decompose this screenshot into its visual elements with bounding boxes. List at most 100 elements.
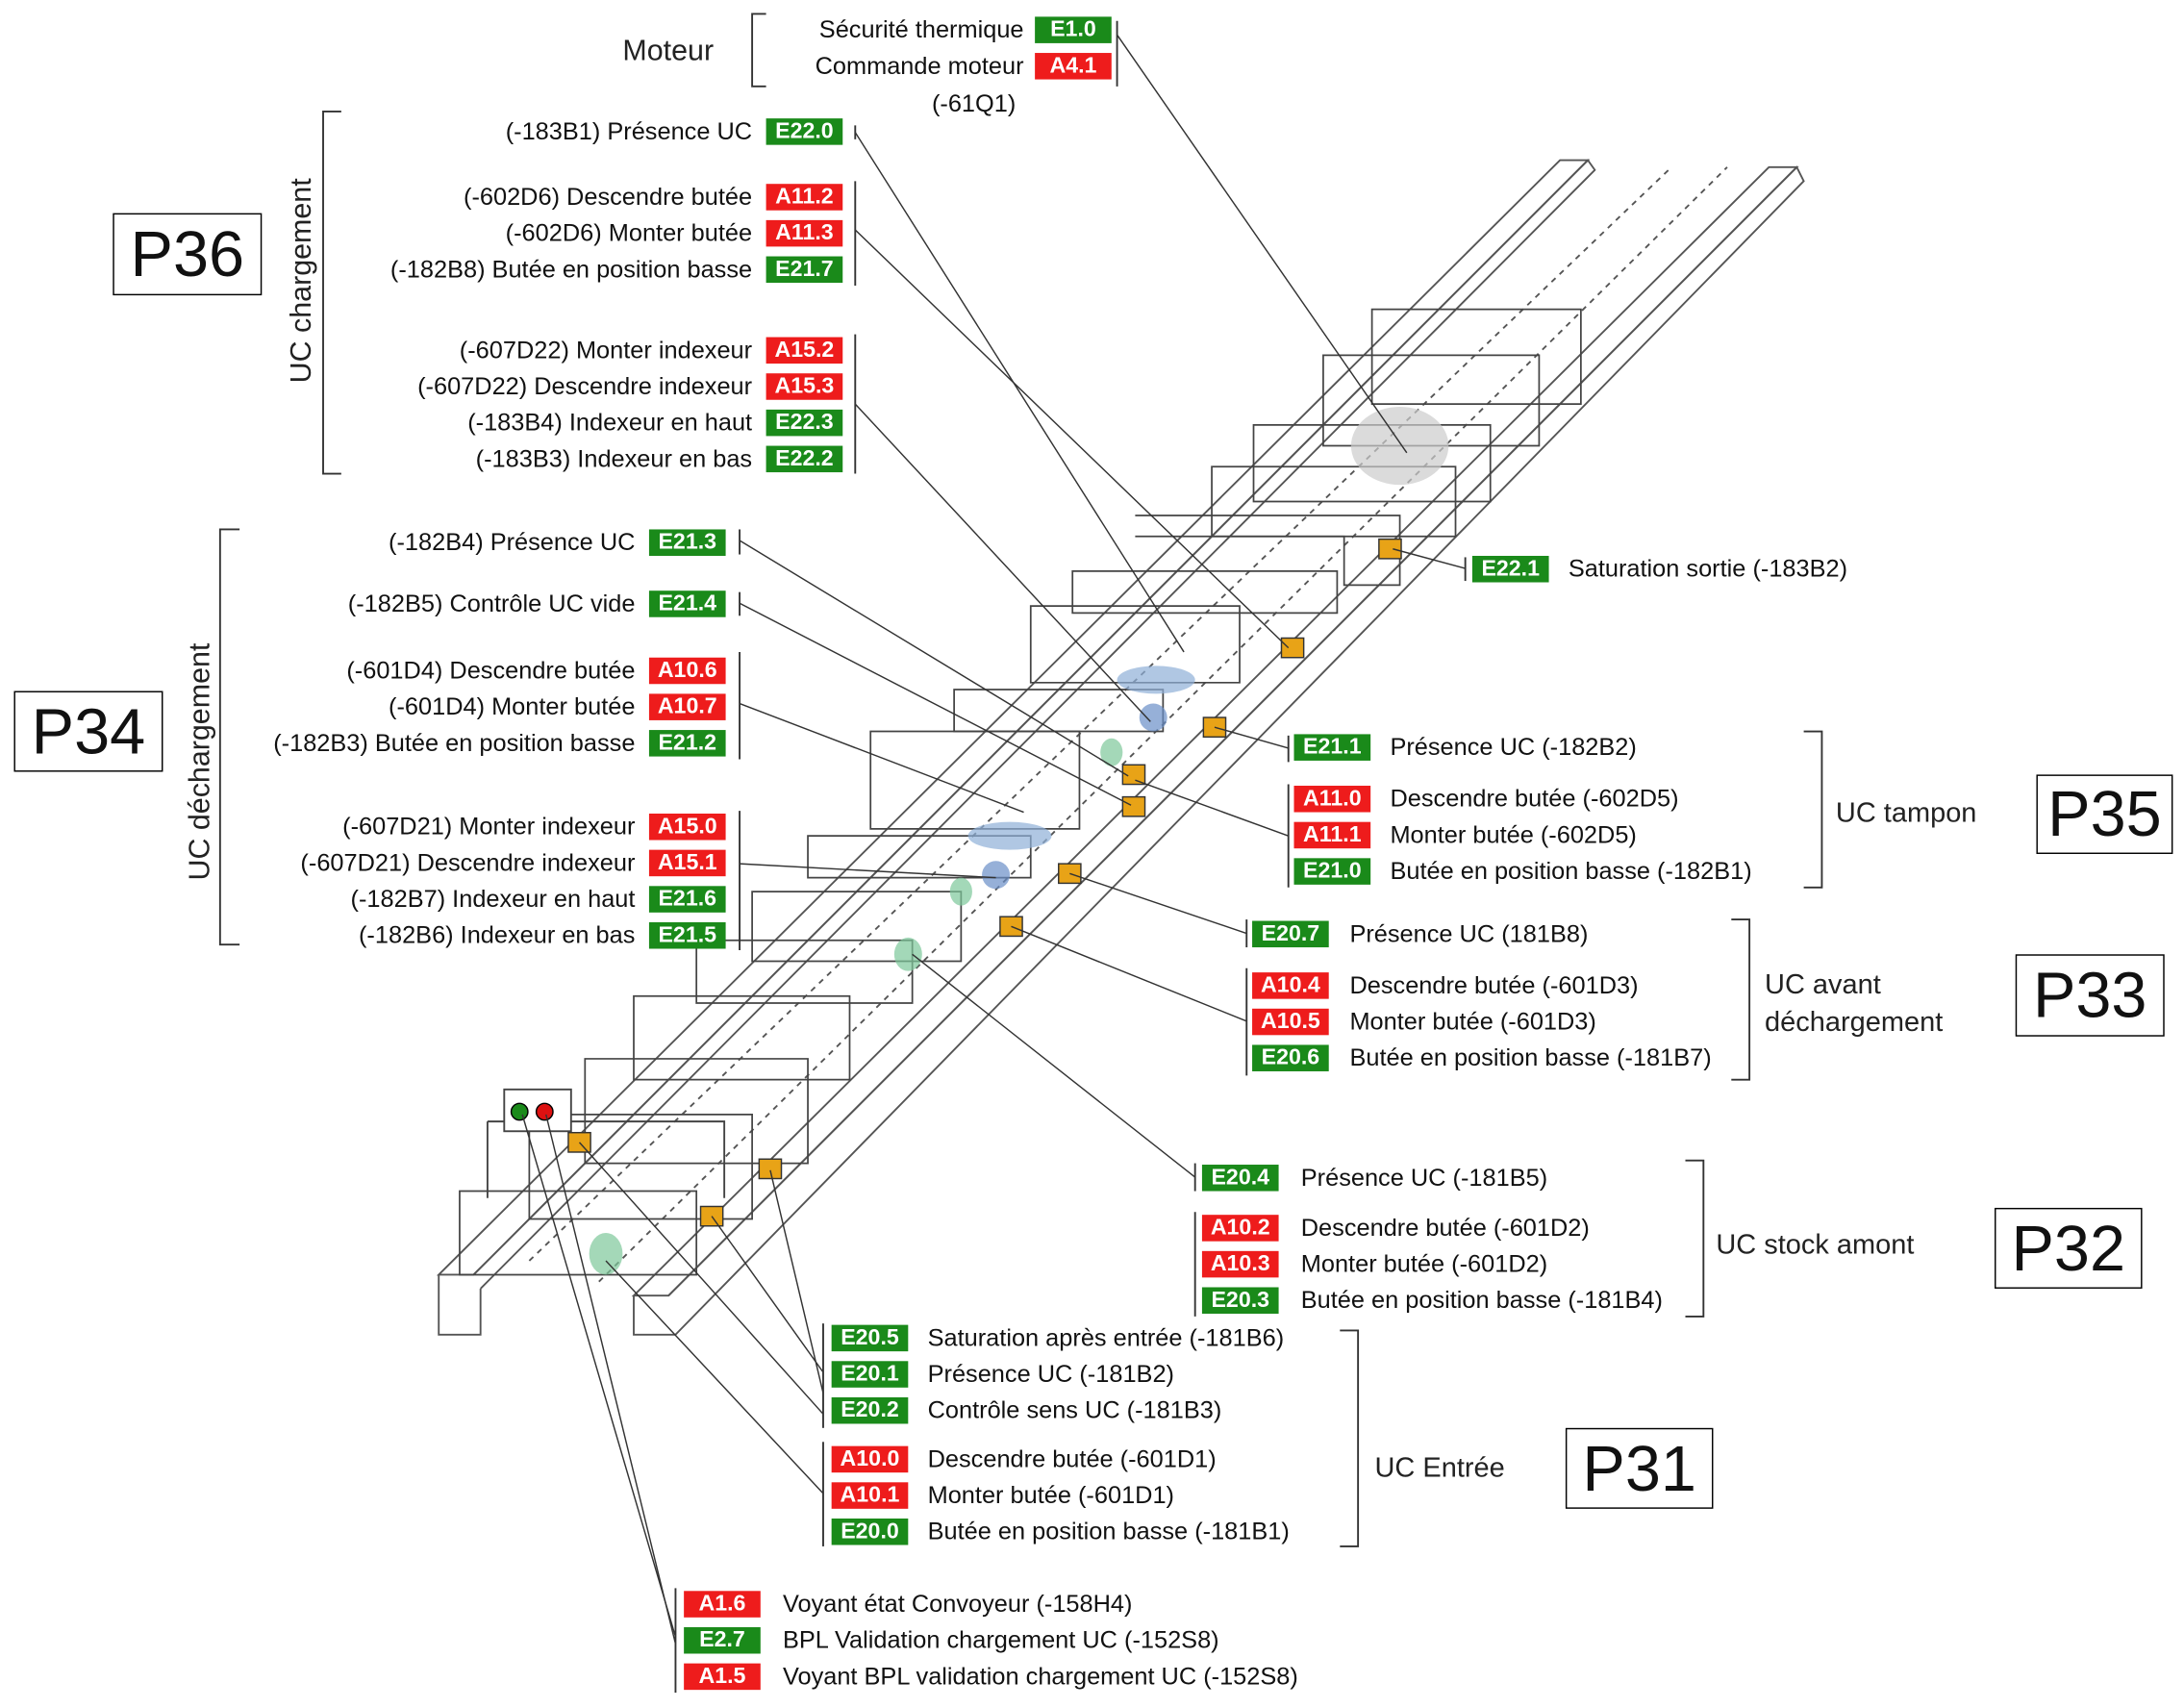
p34-item-label: (-182B7) Indexeur en haut [350,884,636,913]
p31-item-label: Descendre butée (-601D1) [927,1444,1217,1473]
p32-item-label: Monter butée (-601D2) [1300,1249,1548,1278]
p34-item-label: (-607D21) Monter indexeur [342,812,636,841]
p34-item-label: (-182B4) Présence UC [389,528,636,556]
p34-item-code: A10.6 [648,657,726,685]
p35-item-code: A11.1 [1293,821,1371,849]
p35-item-label: Descendre butée (-602D5) [1390,784,1679,813]
bottom-item-code: A1.6 [684,1591,761,1618]
group-brackets [218,13,1823,1694]
p31-item-label: Saturation après entrée (-181B6) [927,1323,1285,1352]
p36-item-code: A11.3 [766,219,843,247]
p36-item-label: (-602D6) Monter butée [505,218,753,247]
p34-item-code: E21.6 [648,886,726,913]
p31-item-label: Butée en position basse (-181B1) [927,1517,1290,1545]
p32-item-label: Descendre butée (-601D2) [1300,1213,1590,1242]
p34-item-label: (-607D21) Descendre indexeur [300,848,636,877]
group-label-uc-tampon: UC tampon [1835,798,1977,829]
moteur-item-code: E1.0 [1035,16,1112,43]
p34-item-label: (-601D4) Descendre butée [346,656,636,685]
saturation-sortie-label: Saturation sortie (-183B2) [1568,554,1848,583]
p36-item-label: (-602D6) Descendre butée [464,182,753,211]
p33-item-label: Butée en position basse (-181B7) [1349,1042,1712,1071]
p33-item-label: Présence UC (181B8) [1349,919,1589,948]
p33-item-code: E20.6 [1252,1044,1329,1071]
red-light-icon [535,1102,554,1121]
bottom-item-label: Voyant état Convoyeur (-158H4) [782,1589,1133,1618]
p33-item-code: A10.5 [1252,1008,1329,1036]
p33-item-code: E20.7 [1252,920,1329,948]
p36-item-label: (-183B4) Indexeur en haut [467,408,753,437]
group-label-uc-dechargement: UC déchargement [184,642,216,881]
p33-item-code: A10.4 [1252,972,1329,999]
p34-item-code: E21.3 [648,529,726,556]
p35-item-code: E21.0 [1293,858,1371,885]
p36-item-label: (-183B3) Indexeur en bas [475,444,753,473]
p34-item-label: (-182B3) Butée en position basse [273,728,636,757]
bottom-item-label: Voyant BPL validation chargement UC (-15… [782,1662,1298,1691]
saturation-sortie-code: E22.1 [1471,555,1549,583]
p36-item-label: (-182B8) Butée en position basse [389,255,753,284]
post-label-p31: P31 [1565,1427,1714,1509]
p33-item-label: Descendre butée (-601D3) [1349,970,1639,999]
moteur-item-label: Commande moteur [815,51,1024,80]
p36-item-label: (-607D22) Monter indexeur [459,336,753,364]
p32-item-code: E20.4 [1201,1165,1279,1192]
p34-item-code: A15.1 [648,849,726,877]
post-label-p35: P35 [2036,774,2173,854]
post-label-p32: P32 [1995,1207,2143,1289]
moteur-title: Moteur [622,35,715,67]
group-label-uc-stock-amont: UC stock amont [1716,1230,1915,1261]
p36-item-code: A15.2 [766,337,843,364]
p35-item-code: A11.0 [1293,786,1371,813]
group-label-uc-avant-line1: UC avant [1765,969,1881,1001]
p36-item-code: A15.3 [766,373,843,400]
post-label-p36: P36 [113,213,263,296]
moteur-ref: (-61Q1) [931,88,1017,117]
p33-item-label: Monter butée (-601D3) [1349,1007,1596,1036]
p32-item-code: A10.3 [1201,1250,1279,1278]
p36-item-label: (-183B1) Présence UC [505,116,753,145]
moteur-item-code: A4.1 [1035,53,1112,80]
bottom-item-code: A1.5 [684,1663,761,1691]
p34-item-code: A15.0 [648,813,726,841]
p34-item-label: (-601D4) Monter butée [389,691,636,720]
group-label-uc-chargement: UC chargement [285,178,318,384]
bottom-item-label: BPL Validation chargement UC (-152S8) [782,1625,1219,1654]
moteur-item-label: Sécurité thermique [818,14,1024,43]
p31-item-label: Contrôle sens UC (-181B3) [927,1395,1222,1424]
p31-item-code: E20.5 [831,1324,909,1352]
post-label-p33: P33 [2015,954,2165,1037]
p31-item-label: Présence UC (-181B2) [927,1359,1174,1388]
p31-item-code: E20.2 [831,1396,909,1424]
post-label-p34: P34 [13,691,163,772]
p31-item-code: E20.1 [831,1361,909,1388]
p34-item-code: E21.2 [648,730,726,757]
p32-item-code: E20.3 [1201,1287,1279,1315]
p35-item-label: Présence UC (-182B2) [1390,732,1637,761]
leader-lines [521,34,1466,1645]
p31-item-code: A10.1 [831,1482,909,1509]
p34-item-code: E21.5 [648,921,726,949]
bottom-item-code: E2.7 [684,1626,761,1654]
stopper-shapes [589,406,1449,1275]
green-light-icon [510,1102,529,1121]
p31-item-code: A10.0 [831,1445,909,1473]
p34-item-label: (-182B6) Indexeur en bas [358,920,636,949]
p36-item-code: E22.0 [766,118,843,145]
uc-boxes [459,308,1582,1276]
p36-item-label: (-607D22) Descendre indexeur [417,371,753,400]
p35-item-label: Butée en position basse (-182B1) [1390,856,1752,885]
p35-item-code: E21.1 [1293,734,1371,761]
p36-item-code: A11.2 [766,184,843,211]
p34-item-code: A10.7 [648,693,726,720]
p32-item-label: Butée en position basse (-181B4) [1300,1286,1663,1315]
p31-item-label: Monter butée (-601D1) [927,1480,1175,1509]
p32-item-code: A10.2 [1201,1215,1279,1242]
p34-item-code: E21.4 [648,590,726,617]
group-label-uc-avant-line2: déchargement [1765,1007,1944,1039]
p36-item-code: E21.7 [766,256,843,284]
group-label-uc-entree: UC Entrée [1374,1452,1505,1484]
p36-item-code: E22.3 [766,409,843,437]
p35-item-label: Monter butée (-602D5) [1390,820,1637,849]
